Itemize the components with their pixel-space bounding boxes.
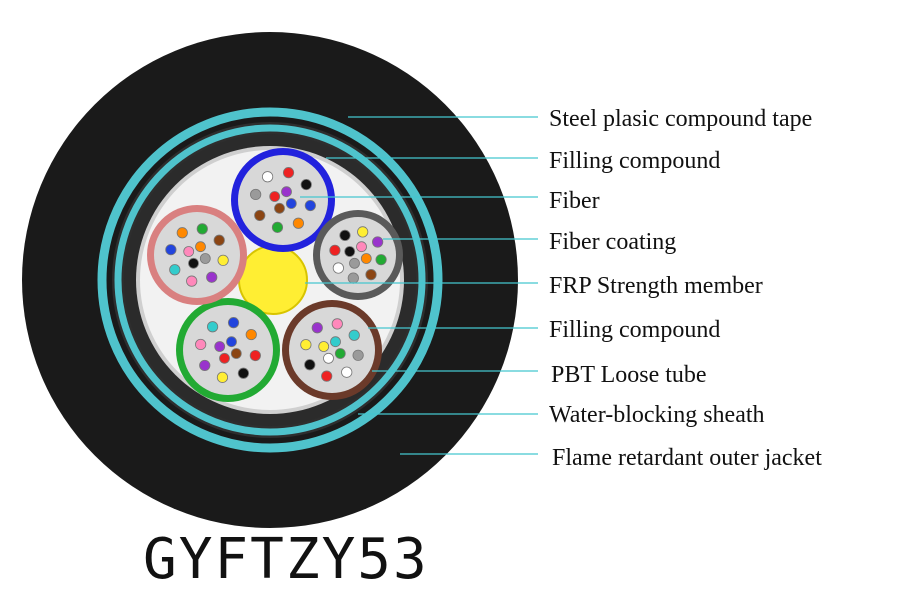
label-steel-tape: Steel plasic compound tape: [549, 106, 812, 132]
tube-filling-gel: [154, 212, 240, 298]
fiber: [186, 275, 198, 287]
label-fiber-coating: Fiber coating: [549, 229, 676, 255]
fiber: [188, 257, 199, 269]
tube-filling-gel: [320, 217, 396, 293]
fiber: [195, 338, 207, 351]
fiber: [216, 371, 229, 383]
label-water-blocking: Water-blocking sheath: [549, 402, 765, 428]
fiber: [226, 336, 237, 348]
fiber: [323, 352, 334, 364]
fiber: [372, 236, 384, 248]
label-frp: FRP Strength member: [549, 273, 763, 299]
fiber: [318, 341, 330, 352]
tube-filling-gel: [289, 307, 375, 393]
fiber: [199, 359, 211, 372]
label-filling-outer: Filling compound: [549, 148, 720, 174]
fiber: [300, 178, 312, 191]
fiber: [183, 246, 195, 257]
fiber: [330, 336, 341, 348]
fiber: [206, 321, 219, 333]
tube-filling-gel: [183, 305, 273, 395]
fiber: [356, 241, 367, 253]
fiber: [311, 322, 323, 334]
fiber: [165, 244, 177, 256]
fiber: [217, 254, 229, 266]
fiber: [300, 339, 312, 351]
fiber: [274, 202, 285, 214]
label-outer-jacket: Flame retardant outer jacket: [552, 445, 822, 471]
fiber: [195, 241, 206, 253]
fiber: [254, 209, 266, 222]
fiber: [292, 217, 305, 229]
fiber: [321, 370, 333, 382]
label-pbt-tube: PBT Loose tube: [551, 362, 707, 388]
fiber: [271, 221, 284, 233]
tube-filling-gel: [238, 155, 328, 245]
fiber: [250, 188, 262, 201]
fiber: [334, 348, 346, 359]
fiber: [365, 269, 377, 281]
fiber: [196, 223, 208, 235]
fiber: [245, 328, 257, 341]
fiber: [339, 229, 351, 241]
fiber: [213, 234, 225, 246]
fiber: [331, 318, 343, 330]
fiber: [199, 253, 211, 264]
fiber: [304, 199, 316, 212]
fiber: [227, 317, 240, 329]
fiber: [282, 167, 295, 179]
fiber: [237, 367, 250, 379]
steel-tape-ring-inner: [114, 124, 426, 436]
fiber: [261, 171, 274, 183]
fiber: [219, 352, 230, 364]
fiber: [304, 359, 316, 371]
fiber: [347, 272, 359, 284]
fiber: [341, 366, 353, 378]
fiber: [249, 349, 261, 362]
fiber: [214, 341, 226, 352]
fiber: [169, 264, 181, 276]
label-filling-inner: Filling compound: [549, 317, 720, 343]
fiber: [281, 186, 292, 198]
cable-model-name: GYFTZY53: [143, 527, 429, 592]
fiber: [349, 257, 360, 269]
leader-lines: [300, 116, 538, 455]
fiber: [357, 226, 369, 238]
fiber: [360, 253, 372, 264]
fiber: [269, 191, 281, 202]
steel-tape-ring-outer: [97, 107, 443, 453]
fiber: [344, 246, 356, 257]
fiber: [352, 349, 364, 361]
cable-cross-section: [22, 32, 518, 528]
fiber: [176, 227, 188, 239]
fiber: [285, 198, 297, 209]
label-fiber: Fiber: [549, 188, 600, 214]
fiber: [206, 271, 218, 283]
fiber: [348, 329, 360, 341]
fiber: [375, 254, 387, 266]
fiber: [329, 244, 341, 256]
fiber: [332, 262, 344, 274]
fiber: [230, 348, 242, 359]
